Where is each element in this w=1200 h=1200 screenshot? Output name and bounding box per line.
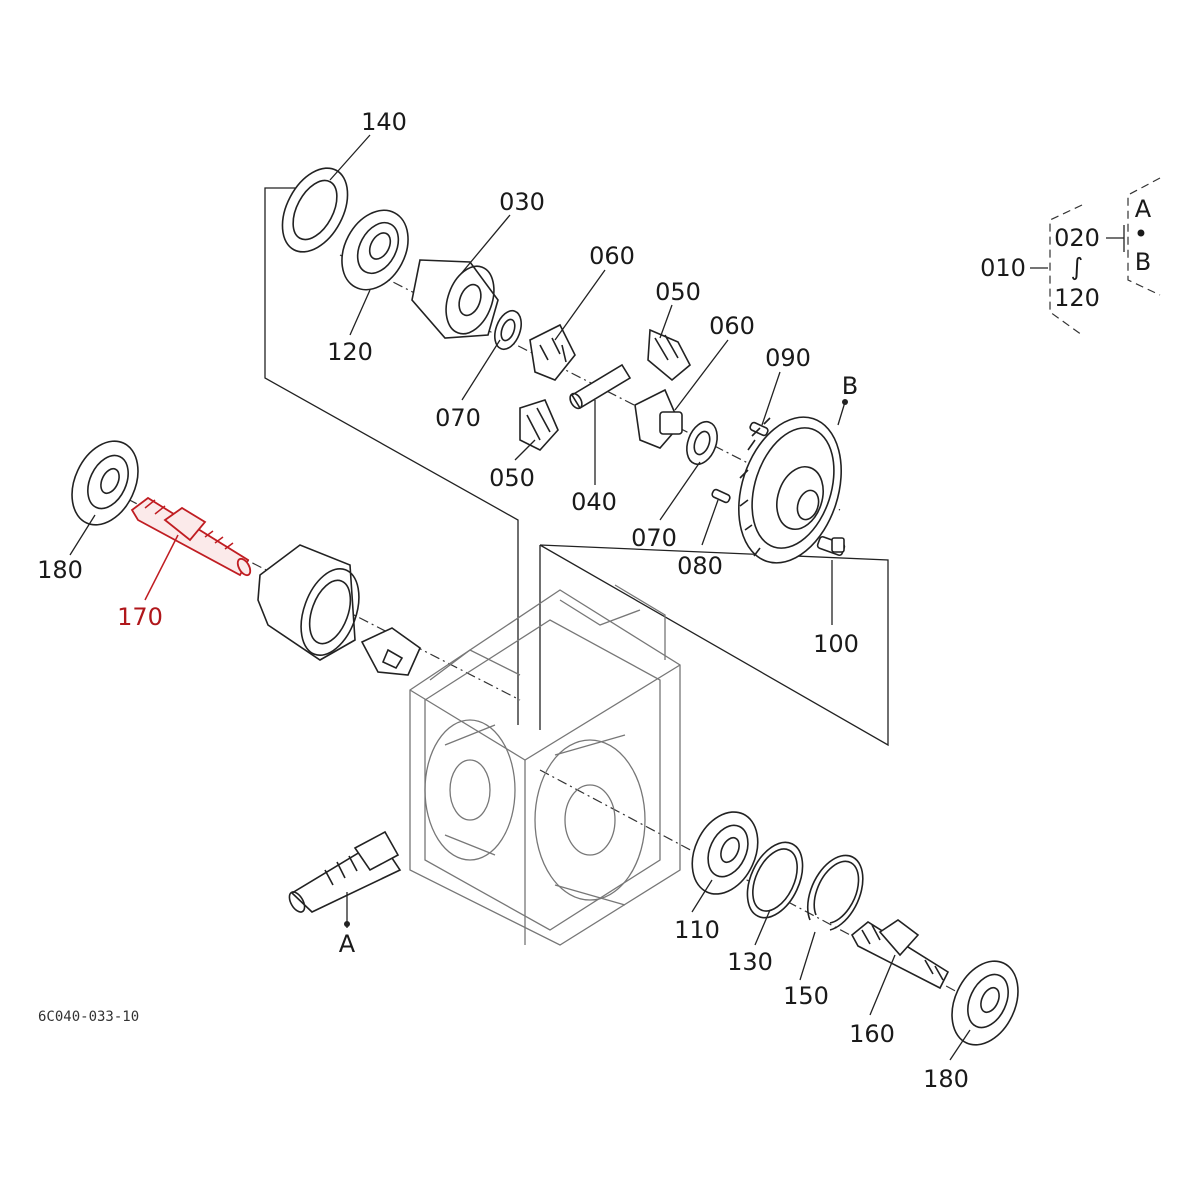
washer-070-b	[686, 420, 718, 466]
ref-dot-B	[842, 399, 848, 405]
pin-080	[711, 488, 731, 504]
callout-B: B	[842, 372, 858, 400]
coupling	[360, 627, 421, 676]
callout-050-b: 050	[489, 464, 535, 492]
callout-050-a: 050	[655, 278, 701, 306]
bearing-180-right	[951, 960, 1019, 1046]
shaft-A	[288, 830, 402, 913]
differential-case-030	[411, 259, 499, 339]
pinion-gear-050-a	[647, 328, 692, 382]
legend-ref-B: B	[1135, 248, 1151, 276]
callout-030: 030	[499, 188, 545, 216]
callout-160: 160	[849, 1020, 895, 1048]
callout-120: 120	[327, 338, 373, 366]
assembly-legend: 010 020 ∫ 120 A • B	[980, 177, 1161, 336]
legend-dot: •	[1134, 220, 1148, 248]
callout-140: 140	[361, 108, 407, 136]
ring-130	[746, 841, 804, 919]
shaft-160	[850, 919, 950, 990]
ref-dot-A	[344, 921, 350, 927]
pinion-shaft-040	[569, 363, 632, 410]
legend-from-020: 020	[1054, 224, 1100, 252]
callout-A: A	[339, 930, 356, 958]
assembly-frame	[264, 187, 889, 747]
bearing-180-left	[71, 440, 139, 526]
legend-to-120: 120	[1054, 284, 1100, 312]
callout-070-a: 070	[435, 404, 481, 432]
pinion-gear-050-b	[519, 399, 559, 451]
callout-040: 040	[571, 488, 617, 516]
bearing-120	[341, 209, 409, 291]
callout-060-a: 060	[589, 242, 635, 270]
transmission-case	[409, 584, 681, 946]
bearing-cover	[257, 544, 360, 661]
callout-070-b: 070	[631, 524, 677, 552]
seal-140	[281, 167, 349, 253]
legend-ref-A: A	[1135, 195, 1152, 223]
callout-090: 090	[765, 344, 811, 372]
callout-080: 080	[677, 552, 723, 580]
callout-100: 100	[813, 630, 859, 658]
callout-130: 130	[727, 948, 773, 976]
callout-180-left: 180	[37, 556, 83, 584]
side-gear-060-b	[634, 388, 683, 449]
callout-180-right: 180	[923, 1065, 969, 1093]
bolt-100	[816, 535, 846, 557]
legend-assy-010: 010	[980, 254, 1026, 282]
bearing-110	[691, 811, 759, 895]
snap-ring-150	[806, 854, 864, 931]
callout-110: 110	[674, 916, 720, 944]
callout-060-b: 060	[709, 312, 755, 340]
washer-070-a	[494, 309, 522, 351]
shaft-170-highlighted	[130, 496, 252, 577]
leader-lines	[69, 134, 971, 1061]
legend-range-mark: ∫	[1071, 253, 1084, 281]
side-gear-060-a	[529, 323, 576, 381]
drawing-code: 6C040-033-10	[38, 1009, 139, 1025]
callout-170-highlighted: 170	[117, 603, 163, 631]
callout-150: 150	[783, 982, 829, 1010]
ring-gear-B	[738, 416, 842, 564]
callout-labels: 140 030 060 050 060 090 B 120 070 050 04…	[37, 108, 969, 1093]
